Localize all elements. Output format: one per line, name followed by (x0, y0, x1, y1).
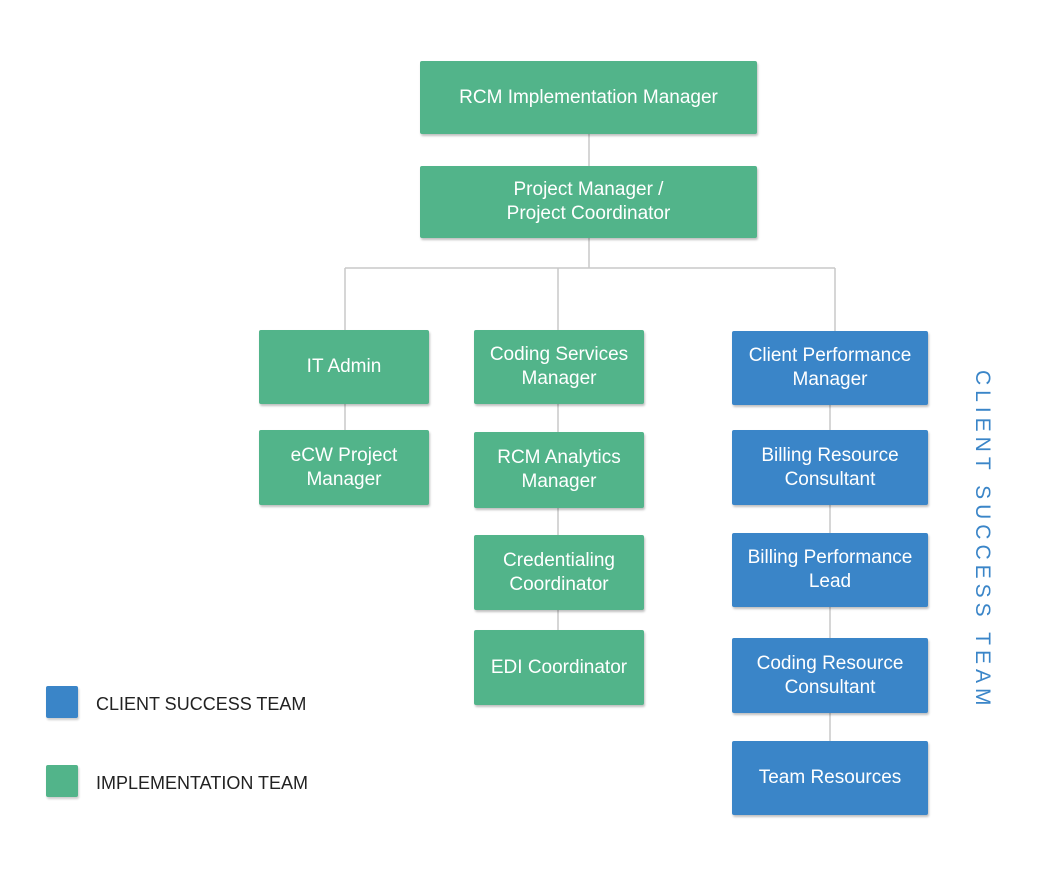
node-billing-resource-consultant: Billing Resource Consultant (732, 430, 928, 505)
node-it-admin: IT Admin (259, 330, 429, 404)
legend-label-implementation: IMPLEMENTATION TEAM (96, 773, 309, 793)
node-credentialing-coordinator: Credentialing Coordinator (474, 535, 644, 610)
legend-label-client-success: CLIENT SUCCESS TEAM (96, 694, 307, 714)
node-project-manager: Project Manager / Project Coordinator (420, 166, 757, 238)
node-label: Coding Services Manager (489, 344, 629, 389)
node-label: Coding Resource Consultant (756, 652, 904, 698)
node-label: eCW Project Manager (290, 444, 398, 490)
node-label: RCM Analytics Manager (497, 447, 621, 492)
node-label: EDI Coordinator (490, 656, 628, 678)
node-label: IT Admin (306, 356, 382, 377)
node-rcm-implementation-manager: RCM Implementation Manager (420, 61, 757, 134)
node-ecw-project-manager: eCW Project Manager (259, 430, 429, 505)
node-label: Project Manager / Project Coordinator (506, 179, 671, 224)
node-coding-services-manager: Coding Services Manager (474, 330, 644, 404)
node-billing-performance-lead: Billing Performance Lead (732, 533, 928, 607)
client-success-side-label: CLIENT SUCCESS TEAM (971, 370, 994, 711)
node-label: Billing Performance Lead (747, 547, 913, 592)
node-edi-coordinator: EDI Coordinator (474, 630, 644, 705)
legend-swatch-implementation (46, 765, 78, 797)
node-rcm-analytics-manager: RCM Analytics Manager (474, 432, 644, 508)
node-team-resources: Team Resources (732, 741, 928, 815)
node-label: Client Performance Manager (748, 345, 912, 390)
node-label: Billing Resource Consultant (761, 444, 899, 490)
node-label: RCM Implementation Manager (459, 86, 718, 108)
node-coding-resource-consultant: Coding Resource Consultant (732, 638, 928, 713)
legend-swatch-client-success (46, 686, 78, 718)
node-label: Team Resources (758, 767, 902, 788)
node-client-performance-manager: Client Performance Manager (732, 331, 928, 405)
node-label: Credentialing Coordinator (503, 549, 615, 595)
